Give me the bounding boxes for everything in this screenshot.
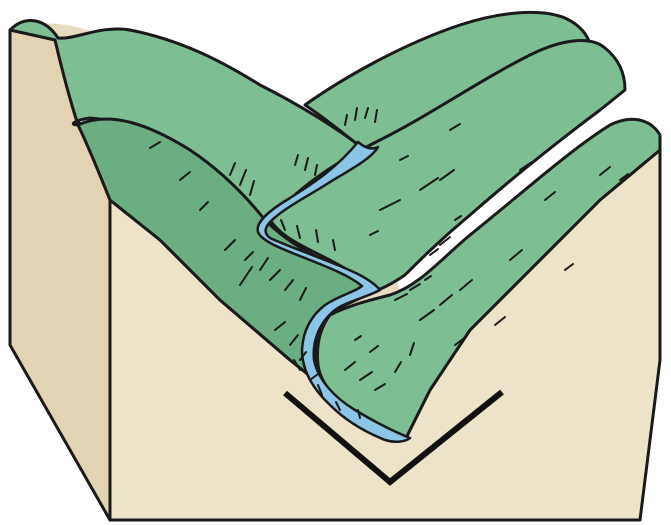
valley-diagram bbox=[0, 0, 671, 525]
valley-illustration bbox=[0, 0, 671, 525]
